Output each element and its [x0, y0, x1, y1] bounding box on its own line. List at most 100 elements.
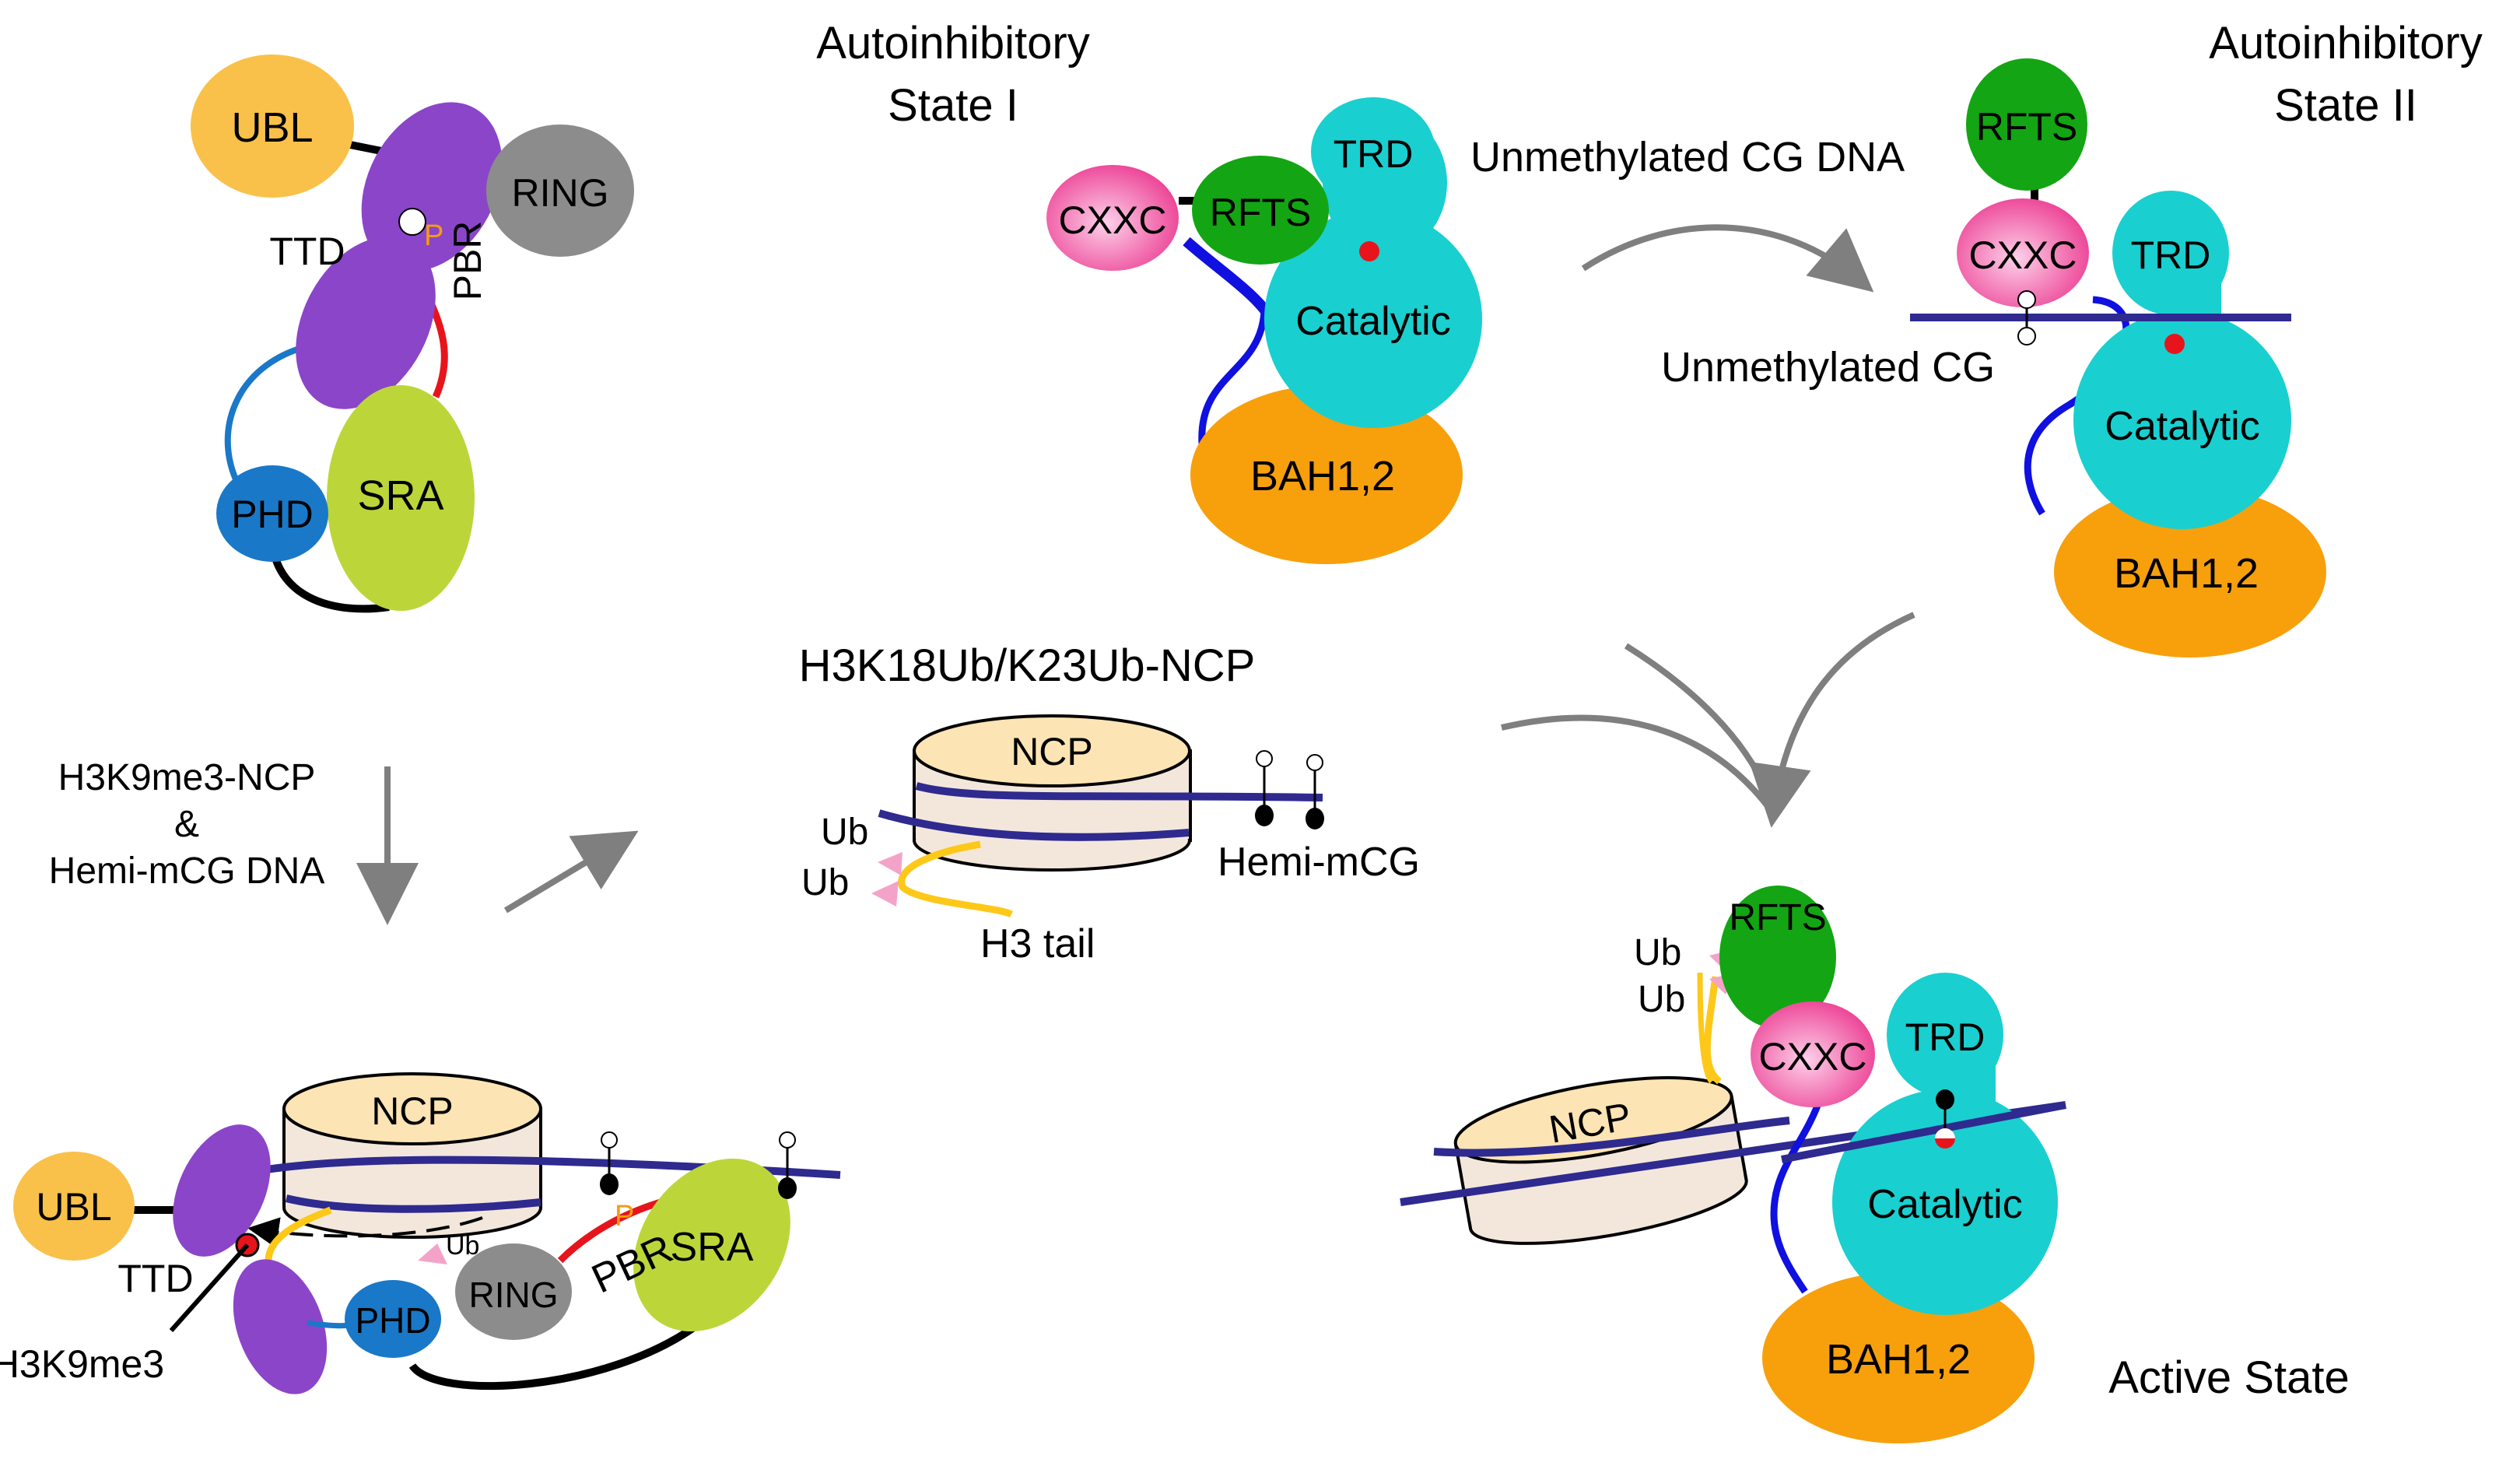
- active-rfts-domain: [1719, 886, 1836, 1029]
- phospho-label: P: [424, 219, 443, 252]
- active-ncp-right-edge: [1730, 1095, 1748, 1180]
- active-ub-label-1: Ub: [1634, 932, 1681, 973]
- state-one-to-two-arrow: [1581, 224, 1874, 293]
- active-dna-over-catalytic: [1781, 1101, 2066, 1163]
- ttd-label: TTD: [269, 230, 345, 273]
- active-bah-label: BAH1,2: [1826, 1336, 1971, 1383]
- active-dna-front: [1433, 1117, 1790, 1157]
- hemi-mcg-label: Hemi-mCG: [1218, 840, 1420, 885]
- state-two-cxxc-label: CXXC: [1969, 233, 2077, 277]
- state-two-title-line1: Autoinhibitory: [2209, 18, 2482, 68]
- state-two-catalytic-label: Catalytic: [2105, 404, 2259, 449]
- active-catalytic-label: Catalytic: [1867, 1182, 2022, 1227]
- bound-ttd-upper-lobe: [173, 1124, 271, 1257]
- cxxc-label: CXXC: [1059, 198, 1167, 242]
- state-two-catalytic-site: [2164, 334, 2185, 354]
- ttd-binding-pocket: [398, 208, 426, 236]
- catalytic-label: Catalytic: [1295, 299, 1450, 344]
- state-two-rfts-domain: [1966, 58, 2087, 191]
- trd-label: TRD: [1334, 132, 1414, 176]
- unmethylated-c-top: [2017, 290, 2036, 309]
- hemi-site1-unmethylated: [1256, 750, 1273, 767]
- ubl-domain: [191, 54, 354, 198]
- ub-h3-tail: [898, 840, 1014, 918]
- uhrf1-bound-panel: NCP SRA PBR P RING Ub H3K9me3 TTD PHD U: [0, 1072, 841, 1394]
- phd-label: PHD: [231, 493, 314, 536]
- unmethylated-cg-label: Unmethylated CG: [1661, 344, 1995, 391]
- state-two-trd-neck: [2163, 233, 2221, 327]
- active-bah-linker: [1770, 1096, 1824, 1294]
- active-h3-tail: [1703, 976, 1723, 1085]
- state-two-cxxc-domain: [1957, 198, 2089, 307]
- bound-sra-label: SRA: [671, 1225, 754, 1270]
- ttd-lower-lobe: [296, 237, 436, 409]
- bah-linker: [1198, 310, 1268, 444]
- active-rfts-label: RFTS: [1729, 897, 1826, 938]
- transition-label: Unmethylated CG DNA: [1470, 134, 1905, 181]
- bound-phd-label: PHD: [355, 1300, 430, 1341]
- uhrf1-free-panel: UBL P TTD RING PBR SRA PHD: [191, 54, 634, 613]
- h3k9me3-pointer: [169, 1243, 250, 1332]
- phd-domain: [216, 465, 328, 562]
- bound-phd-domain: [345, 1280, 441, 1358]
- phd-sra-linker: [268, 544, 390, 613]
- hemi-site2-methylated: [1306, 808, 1324, 829]
- bound-site1-methylated: [600, 1173, 619, 1195]
- bound-ttd-lower-lobe: [233, 1259, 328, 1394]
- state-two-catalytic-domain: [2073, 311, 2291, 529]
- ub-marker-2: [871, 881, 899, 907]
- ub-label-1: Ub: [821, 812, 868, 853]
- active-methylated-c: [1936, 1089, 1954, 1110]
- state-one-panel: Autoinhibitory State I BAH1,2 TRD Cataly…: [816, 18, 1482, 564]
- binding-step-line2: &: [174, 804, 199, 845]
- ub-ncp-label: NCP: [1011, 730, 1093, 773]
- bound-site2-methylated: [778, 1177, 797, 1199]
- active-cxxc-domain: [1751, 1001, 1875, 1107]
- bound-ring-domain: [455, 1243, 572, 1340]
- state-two-to-active-arrow: [1749, 612, 1915, 828]
- state-one-title-line2: State I: [888, 80, 1018, 131]
- bound-dna-bottom: [285, 1194, 542, 1213]
- ub-label-2: Ub: [801, 862, 849, 903]
- ub-marker-1: [878, 852, 903, 875]
- ring-label: RING: [512, 171, 609, 215]
- active-catalytic-domain: [1832, 1089, 2058, 1315]
- ub-ncp-to-active-arrow-lower: [1501, 714, 1773, 812]
- pbr-label: PBR: [446, 221, 489, 301]
- state-one-title-line1: Autoinhibitory: [816, 18, 1089, 68]
- bound-dna-top: [256, 1156, 841, 1179]
- h3k9me3-label: H3K9me3: [0, 1342, 164, 1386]
- state-two-panel: Autoinhibitory State II BAH1,2 TRD Catal…: [1661, 18, 2483, 658]
- active-ncp-left-edge: [1453, 1144, 1472, 1229]
- active-title: Active State: [2108, 1352, 2349, 1403]
- state-two-bah-domain: [2054, 486, 2326, 658]
- bound-ubl-domain: [13, 1152, 135, 1261]
- ub-ncp-panel: H3K18Ub/K23Ub-NCP NCP Hemi-mCG Ub Ub H3 …: [799, 640, 1420, 966]
- bound-ttd-label: TTD: [117, 1257, 193, 1300]
- bound-ncp-label: NCP: [371, 1089, 454, 1133]
- active-trd-label: TRD: [1905, 1015, 1986, 1059]
- h3-tail-label: H3 tail: [980, 921, 1095, 966]
- ub-ncp-title: H3K18Ub/K23Ub-NCP: [799, 640, 1256, 691]
- unmethylated-c-bottom: [2017, 327, 2036, 345]
- cxxc-domain: [1046, 165, 1179, 271]
- active-bah-domain: [1762, 1272, 2035, 1443]
- ub-ncp-to-active-arrow-upper: [1624, 643, 1777, 811]
- ttd-phd-linker: [224, 343, 309, 492]
- hemi-site2-unmethylated: [1306, 754, 1323, 771]
- state-two-title-line2: State II: [2274, 80, 2417, 131]
- ring-domain: [486, 125, 634, 257]
- bound-h3-tail: [265, 1206, 332, 1261]
- state-two-trd-label: TRD: [2131, 233, 2211, 277]
- bound-ring-label: RING: [469, 1275, 559, 1315]
- ubiquitin-transfer-arrow: [247, 1216, 483, 1248]
- catalytic-domain: [1264, 210, 1482, 428]
- trd-domain: [1311, 97, 1435, 206]
- ub-ncp-top: [913, 714, 1191, 787]
- active-target-c-top: [1935, 1128, 1955, 1138]
- bah-domain: [1190, 385, 1463, 564]
- bah-label: BAH1,2: [1250, 453, 1395, 500]
- active-h3-tail-strand: [1697, 972, 1714, 1084]
- rfts-label: RFTS: [1210, 191, 1312, 234]
